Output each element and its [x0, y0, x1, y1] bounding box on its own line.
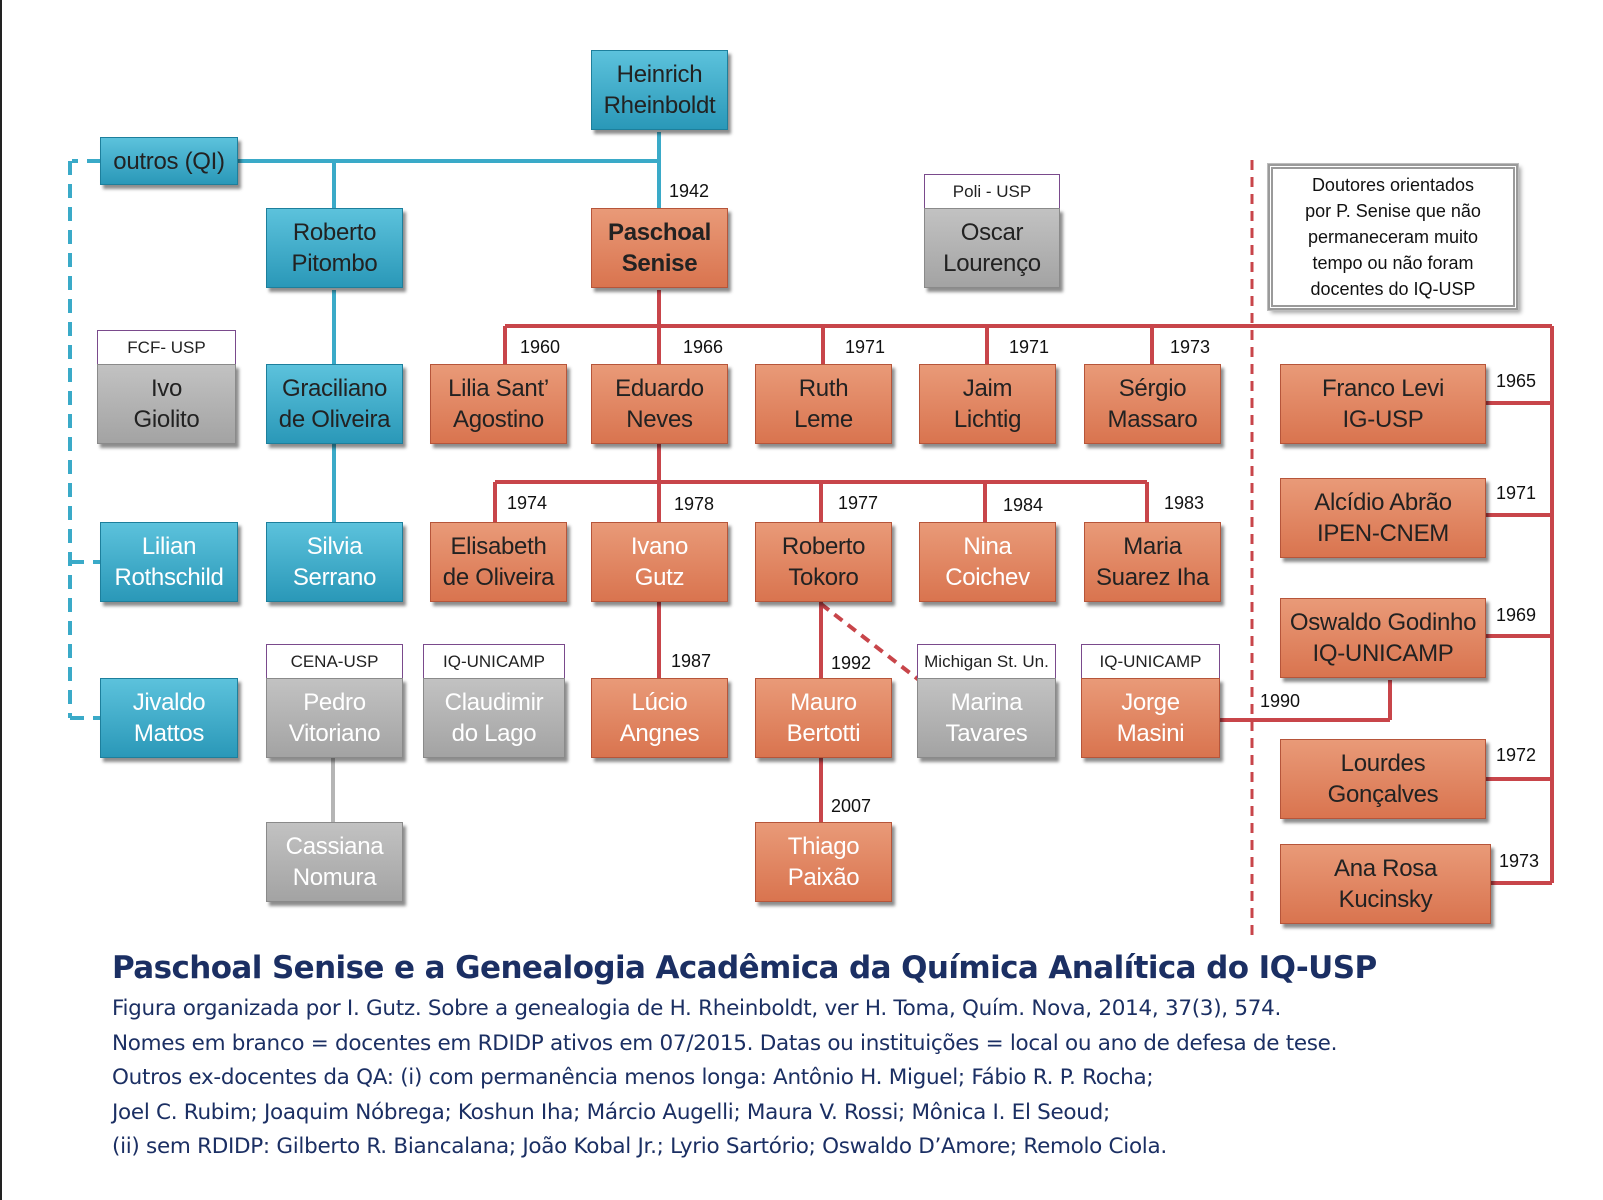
tag-jorge: IQ-UNICAMP [1081, 644, 1220, 678]
node-godinho: Oswaldo Godinho IQ-UNICAMP [1280, 598, 1486, 678]
node-cassiana: Cassiana Nomura [266, 822, 403, 902]
caption-line: Outros ex-docentes da QA: (i) com perman… [112, 1065, 1154, 1090]
node-jorge: Jorge Masini [1081, 678, 1220, 758]
year-thiago: 2007 [831, 796, 872, 816]
caption: Paschoal Senise e a Genealogia Acadêmica… [112, 950, 1582, 1165]
node-marina: Marina Tavares [917, 678, 1056, 758]
note-box: Doutores orientados por P. Senise que nã… [1267, 163, 1519, 311]
node-pedro: Pedro Vitoriano [266, 678, 403, 758]
tag-claudimir: IQ-UNICAMP [423, 644, 565, 678]
year-nina: 1984 [1003, 495, 1044, 515]
node-elisabeth: Elisabeth de Oliveira [430, 522, 567, 602]
node-pitombo: Roberto Pitombo [266, 208, 403, 288]
caption-line: Figura organizada por I. Gutz. Sobre a g… [112, 996, 1282, 1021]
year-anarosa: 1973 [1499, 851, 1540, 871]
node-ruth: Ruth Leme [755, 364, 892, 444]
node-jivaldo: Jivaldo Mattos [100, 678, 238, 758]
node-eduardo: Eduardo Neves [591, 364, 728, 444]
node-giolito: Ivo Giolito [97, 364, 236, 444]
node-mauro: Mauro Bertotti [755, 678, 892, 758]
year-maria: 1983 [1164, 493, 1205, 513]
node-sergio: Sérgio Massaro [1084, 364, 1221, 444]
year-elisabeth: 1974 [507, 493, 548, 513]
node-claudimir: Claudimir do Lago [423, 678, 565, 758]
year-godinho: 1969 [1496, 605, 1537, 625]
node-lucio: Lúcio Angnes [591, 678, 728, 758]
year-lourdes: 1972 [1496, 745, 1537, 765]
tag-giolito: FCF- USP [97, 330, 236, 364]
year-franco: 1965 [1496, 371, 1537, 391]
red-connectors [493, 290, 1554, 885]
node-alcidio: Alcídio Abrão IPEN-CNEM [1280, 478, 1486, 558]
blue-connectors [239, 132, 661, 522]
tag-pedro: CENA-USP [266, 644, 403, 678]
year-mauro: 1992 [831, 653, 872, 673]
caption-title: Paschoal Senise e a Genealogia Acadêmica… [112, 950, 1377, 986]
caption-line: Nomes em branco = docentes em RDIDP ativ… [112, 1030, 1338, 1056]
node-anarosa: Ana Rosa Kucinsky [1280, 844, 1491, 924]
year-eduardo: 1966 [683, 337, 724, 357]
node-lilian: Lilian Rothschild [100, 522, 238, 602]
node-senise: Paschoal Senise [591, 208, 728, 288]
node-graciliano: Graciliano de Oliveira [266, 364, 403, 444]
node-lilia: Lilia Sant’ Agostino [430, 364, 567, 444]
caption-line: Joel C. Rubim; Joaquim Nóbrega; Koshun I… [112, 1099, 1110, 1125]
node-jaim: Jaim Lichtig [919, 364, 1056, 444]
node-ivano: Ivano Gutz [591, 522, 728, 602]
year-jorge: 1990 [1260, 691, 1301, 711]
node-lourdes: Lourdes Gonçalves [1280, 739, 1486, 819]
node-outros: outros (QI) [100, 137, 238, 185]
node-rheinboldt: Heinrich Rheinboldt [591, 50, 728, 130]
node-thiago: Thiago Paixão [755, 822, 892, 902]
tag-marina: Michigan St. Un. [917, 644, 1056, 678]
node-tokoro: Roberto Tokoro [755, 522, 892, 602]
year-lucio: 1987 [671, 651, 712, 671]
year-alcidio: 1971 [1496, 483, 1537, 503]
year-sergio: 1973 [1170, 337, 1211, 357]
node-franco: Franco Levi IG-USP [1280, 364, 1486, 444]
year-jaim: 1971 [1009, 337, 1050, 357]
red-dashed-connector [819, 602, 921, 682]
year-senise: 1942 [669, 181, 710, 201]
year-ruth: 1971 [845, 337, 886, 357]
caption-line: (ii) sem RDIDP: Gilberto R. Biancalana; … [112, 1134, 1167, 1159]
year-ivano: 1978 [674, 494, 715, 514]
year-tokoro: 1977 [838, 493, 879, 513]
year-lilia: 1960 [520, 337, 561, 357]
tag-lourenco: Poli - USP [924, 174, 1060, 208]
node-maria: Maria Suarez Iha [1084, 522, 1221, 602]
node-silvia: Silvia Serrano [266, 522, 403, 602]
node-nina: Nina Coichev [919, 522, 1056, 602]
node-lourenco: Oscar Lourenço [924, 208, 1060, 288]
